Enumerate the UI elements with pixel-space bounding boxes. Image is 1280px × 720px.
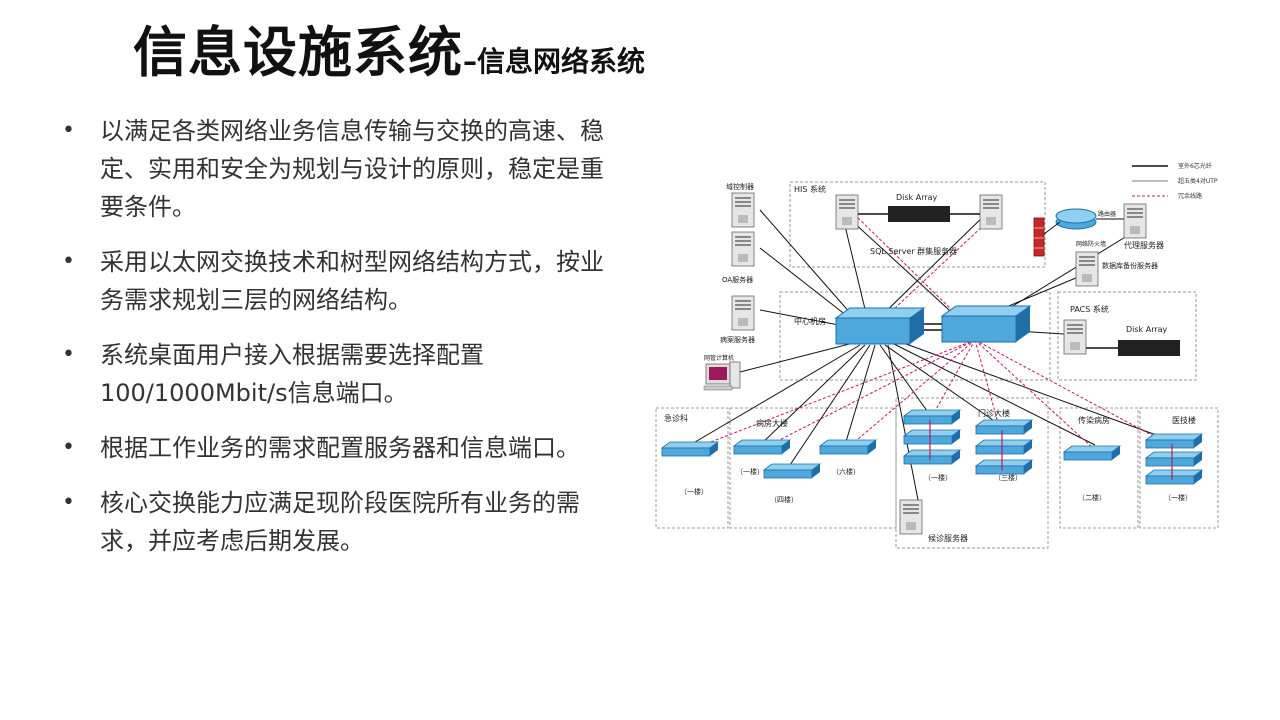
proxy-server-label: 代理服务器 bbox=[1124, 240, 1164, 250]
router-label: 路由器 bbox=[1098, 210, 1116, 218]
outpatient-region bbox=[895, 397, 1049, 549]
core-switch-icon bbox=[834, 307, 926, 345]
record-server-icon bbox=[731, 295, 755, 331]
bullet-text: 核心交换能力应满足现阶段医院所有业务的需求，并应考虑后期发展。 bbox=[100, 489, 580, 555]
access-switch-icon bbox=[1145, 469, 1203, 485]
access-switch-icon bbox=[1145, 451, 1203, 467]
bullet-item: • 采用以太网交换技术和树型网络结构方式，按业务需求规划三层的网络结构。 bbox=[62, 243, 622, 319]
floor-label: （六楼） bbox=[832, 467, 860, 476]
floor-label: （一楼） bbox=[924, 473, 952, 482]
db-backup-icon bbox=[1075, 251, 1099, 287]
bullet-text: 以满足各类网络业务信息传输与交换的高速、稳定、实用和安全为规划与设计的原则，稳定… bbox=[100, 117, 604, 221]
db-backup-label: 数据库备份服务器 bbox=[1102, 261, 1158, 270]
floor-label: （四楼） bbox=[770, 495, 798, 504]
access-switch-icon bbox=[975, 419, 1033, 435]
access-switch-icon bbox=[733, 439, 791, 455]
center-room-label: 中心机房 bbox=[794, 316, 826, 326]
disk-array-icon bbox=[888, 206, 950, 222]
floor-label: （一楼） bbox=[1164, 493, 1192, 502]
emergency-label: 急诊科 bbox=[664, 413, 688, 423]
disk-array-top-label: Disk Array bbox=[896, 193, 938, 202]
pacs-label: PACS 系统 bbox=[1070, 304, 1109, 314]
his-server-icon bbox=[979, 194, 1003, 230]
router-icon bbox=[1055, 208, 1097, 230]
proxy-server-icon bbox=[1123, 203, 1147, 239]
center-room-region bbox=[779, 291, 1051, 381]
infectious-label: 传染病房 bbox=[1078, 415, 1110, 425]
emergency-region bbox=[655, 407, 729, 529]
db-backup-label-text: 数据库备份服务器 bbox=[1102, 261, 1158, 270]
bullet-item: • 系统桌面用户接入根据需要选择配置100/1000Mbit/s信息端口。 bbox=[62, 336, 622, 412]
bullet-text: 系统桌面用户接入根据需要选择配置100/1000Mbit/s信息端口。 bbox=[100, 341, 484, 407]
bullet-dot-icon: • bbox=[62, 249, 75, 274]
pacs-server-icon bbox=[1063, 319, 1087, 355]
bullet-item: • 核心交换能力应满足现阶段医院所有业务的需求，并应考虑后期发展。 bbox=[62, 484, 622, 560]
network-diagram: 室外6芯光纤 超五类4对UTP 冗余线路 HIS 系统 Disk Array S… bbox=[655, 162, 1219, 549]
bullet-dot-icon: • bbox=[62, 342, 75, 367]
his-label: HIS 系统 bbox=[794, 184, 826, 194]
medtech-region bbox=[1139, 407, 1219, 529]
access-switch-icon bbox=[661, 441, 719, 457]
bullet-text: 根据工作业务的需求配置服务器和信息端口。 bbox=[100, 434, 580, 462]
floor-label: （一楼） bbox=[680, 487, 708, 496]
legend-fiber: 室外6芯光纤 bbox=[1178, 162, 1212, 170]
domain-controller-label: 域控制器 bbox=[726, 182, 754, 191]
net-pc-label: 网管计算机 bbox=[704, 354, 734, 362]
medtech-label: 医技楼 bbox=[1172, 415, 1196, 425]
oa-server-label: OA服务器 bbox=[722, 275, 753, 284]
legend: 室外6芯光纤 超五类4对UTP 冗余线路 bbox=[1132, 162, 1218, 200]
disk-array-pacs-label: Disk Array bbox=[1126, 325, 1168, 334]
floor-label: （三楼） bbox=[994, 473, 1022, 482]
access-switch-icon bbox=[903, 429, 961, 445]
page-title: 信息设施系统–信息网络系统 bbox=[133, 8, 645, 87]
access-switch-icon bbox=[1063, 445, 1121, 461]
access-switch-icon bbox=[975, 459, 1033, 475]
bullet-item: • 以满足各类网络业务信息传输与交换的高速、稳定、实用和安全为规划与设计的原则，稳… bbox=[62, 112, 622, 226]
firewall-label: 网络防火墙 bbox=[1076, 240, 1106, 248]
access-switch-icon bbox=[1145, 433, 1203, 449]
bullet-item: • 根据工作业务的需求配置服务器和信息端口。 bbox=[62, 429, 622, 467]
floor-label: （一楼） bbox=[736, 467, 764, 476]
legend-utp: 超五类4对UTP bbox=[1178, 177, 1218, 185]
net-pc-icon bbox=[703, 361, 741, 391]
stack-links bbox=[929, 420, 1173, 480]
floor-label: （二楼） bbox=[1078, 493, 1106, 502]
record-server-label: 病案服务器 bbox=[720, 335, 755, 344]
clinic-server-label: 候诊服务器 bbox=[928, 533, 968, 543]
firewall-icon bbox=[1033, 217, 1045, 257]
access-switch-icon bbox=[975, 439, 1033, 455]
bullet-dot-icon: • bbox=[62, 118, 75, 143]
pacs-region bbox=[1057, 291, 1197, 381]
core-switch-icon bbox=[940, 305, 1032, 343]
ward-building-label: 病房大楼 bbox=[756, 418, 788, 428]
domain-controller-icon bbox=[731, 192, 755, 228]
access-switch-icon bbox=[903, 449, 961, 465]
bullet-dot-icon: • bbox=[62, 490, 75, 515]
bullet-dot-icon: • bbox=[62, 435, 75, 460]
clinic-server-icon bbox=[899, 499, 923, 535]
legend-redundant: 冗余线路 bbox=[1178, 192, 1202, 200]
access-switch-icon bbox=[819, 439, 877, 455]
disk-array-pacs-icon bbox=[1118, 340, 1180, 356]
bullet-text: 采用以太网交换技术和树型网络结构方式，按业务需求规划三层的网络结构。 bbox=[100, 248, 604, 314]
his-region bbox=[789, 181, 1046, 268]
redundant-lines bbox=[689, 209, 1171, 451]
bullet-list: • 以满足各类网络业务信息传输与交换的高速、稳定、实用和安全为规划与设计的原则，稳… bbox=[62, 112, 622, 577]
title-main: 信息设施系统 bbox=[133, 21, 463, 84]
infectious-region bbox=[1059, 407, 1139, 529]
sql-server-label: SQL Server 群集服务器 bbox=[870, 246, 957, 256]
title-sub: –信息网络系统 bbox=[463, 45, 646, 78]
ward-region bbox=[729, 407, 897, 529]
access-switch-icon bbox=[763, 463, 821, 479]
oa-server-icon bbox=[731, 231, 755, 267]
his-server-icon bbox=[835, 194, 859, 230]
title-sub-text: 信息网络系统 bbox=[477, 45, 646, 78]
outpatient-label: 门诊大楼 bbox=[978, 408, 1010, 418]
access-switch-icon bbox=[903, 409, 961, 425]
